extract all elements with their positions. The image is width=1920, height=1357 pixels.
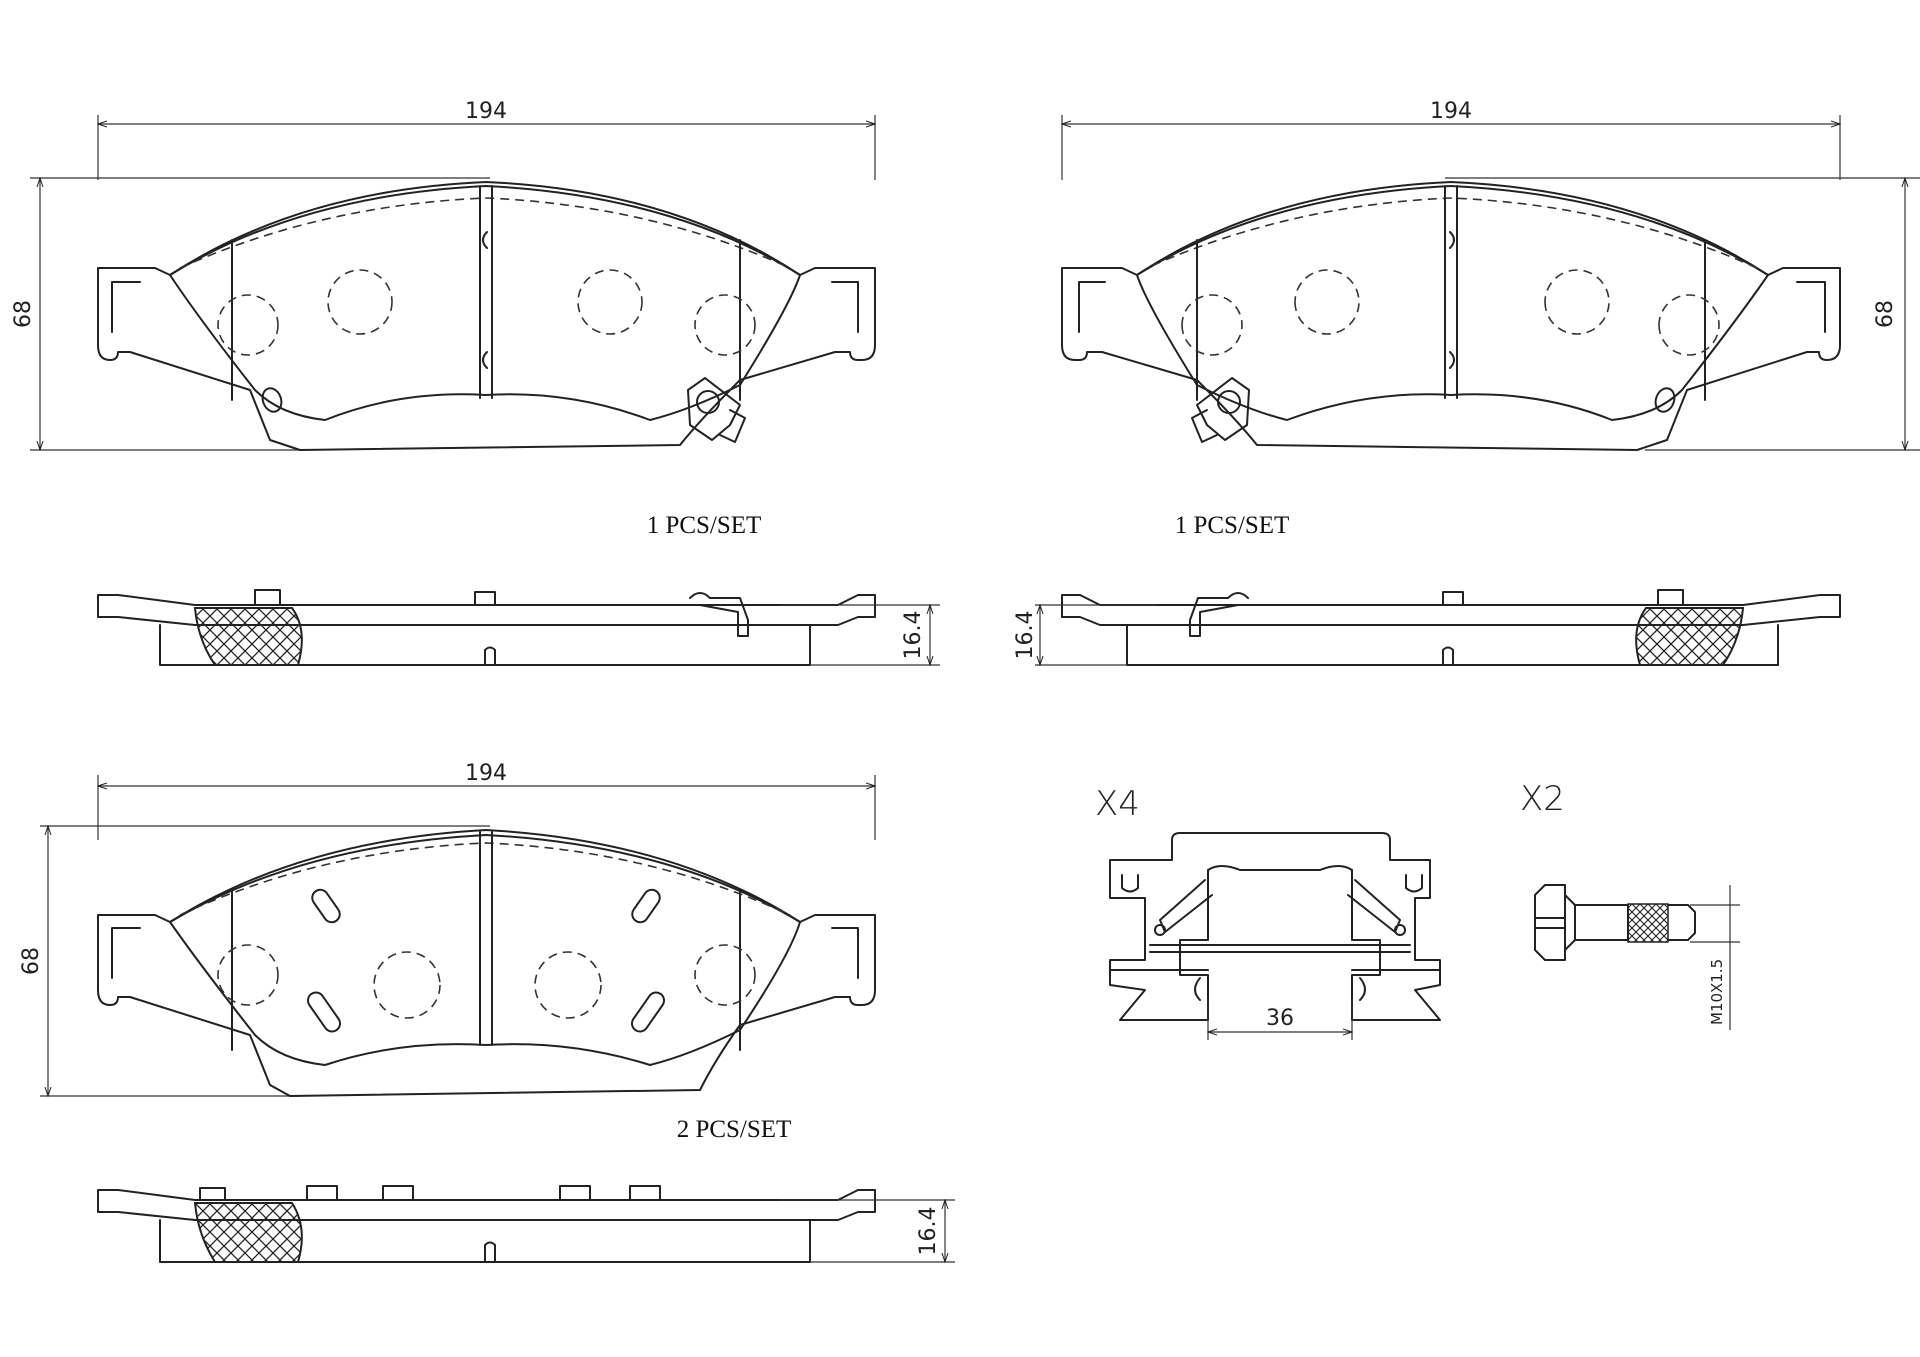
clip-width-dimension-label: 36: [1266, 1006, 1294, 1031]
bolt-thread-label: M10X1.5: [1708, 959, 1726, 1025]
height-dimension-label-top-right: 68: [1873, 300, 1898, 328]
clip-multiplier-label: X4: [1095, 784, 1140, 824]
pad-bottom-side-view: 16.4: [97, 1185, 955, 1263]
width-dimension-label-top-right: 194: [1430, 99, 1472, 124]
wear-sensor-clip: [687, 377, 746, 443]
thickness-dimension-label-bottom: 16.4: [916, 1207, 941, 1256]
thickness-dimension-label: 16.4: [901, 611, 926, 660]
bolt-multiplier-label: X2: [1520, 779, 1565, 819]
quantity-label-top-right: 1 PCS/SET: [1175, 512, 1290, 539]
guide-bolt: M10X1.5: [1534, 884, 1740, 1030]
height-dimension-label: 68: [11, 300, 36, 328]
pad-top-right-front-view: [1061, 115, 1920, 451]
abutment-clip: 36: [1109, 832, 1441, 1040]
pad-top-left-side-view: 16.4: [97, 589, 940, 666]
quantity-label-top-left: 1 PCS/SET: [647, 512, 762, 539]
width-dimension-label-bottom: 194: [465, 761, 507, 786]
pad-top-right-side-view: [1035, 589, 1841, 666]
quantity-label-bottom: 2 PCS/SET: [677, 1116, 792, 1143]
height-dimension-label-bottom: 68: [19, 947, 44, 975]
width-dimension-label: 194: [465, 99, 507, 124]
pad-top-left-front-view: 194 68: [11, 99, 876, 451]
thickness-dimension-label-top-right: 16.4: [1013, 611, 1038, 660]
pad-bottom-front-view: 194 68: [19, 761, 876, 1097]
